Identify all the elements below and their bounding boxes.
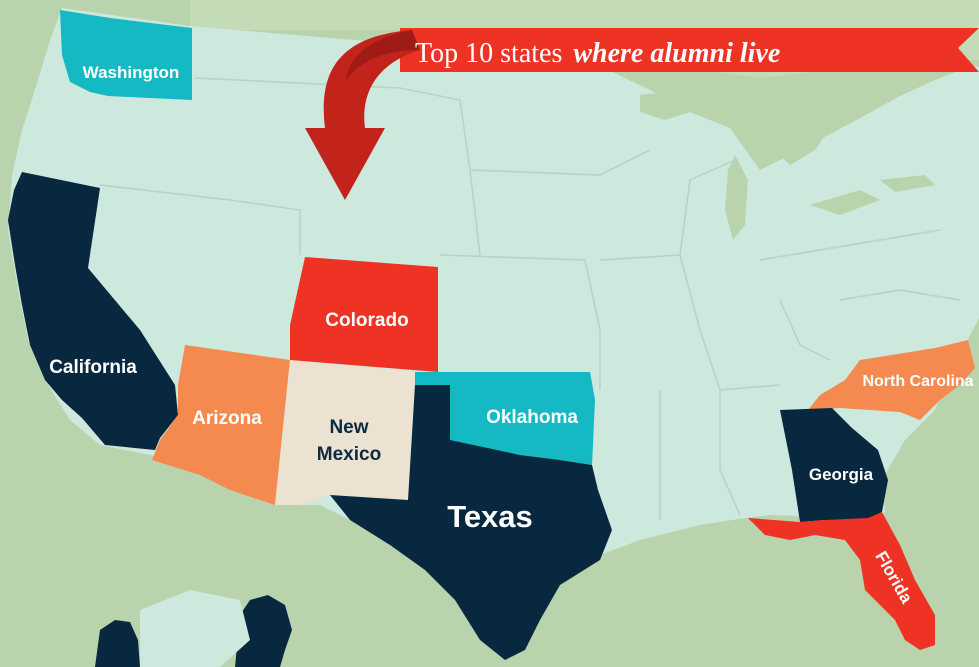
- state-texas: [330, 385, 612, 660]
- state-california: [8, 172, 178, 450]
- people-silhouettes: [95, 595, 292, 667]
- label-new-mexico-line1: New: [329, 417, 368, 438]
- label-washington: Washington: [83, 63, 180, 82]
- label-colorado: Colorado: [325, 310, 408, 331]
- label-new-mexico-line2: Mexico: [317, 444, 381, 465]
- banner-arrow-shadow: [345, 30, 420, 82]
- label-texas: Texas: [447, 499, 533, 534]
- state-georgia: [780, 408, 888, 522]
- state-colorado: [290, 257, 438, 372]
- banner: Top 10 states where alumni live: [305, 28, 979, 200]
- label-california: California: [49, 357, 137, 378]
- great-lakes: [640, 88, 935, 240]
- label-arizona: Arizona: [192, 408, 262, 429]
- state-oklahoma: [415, 372, 595, 465]
- state-new-mexico: [275, 360, 415, 505]
- label-georgia: Georgia: [809, 465, 874, 484]
- banner-text-normal: Top 10 states: [415, 38, 569, 69]
- state-arizona: [152, 345, 290, 505]
- banner-text: Top 10 states where alumni live: [415, 38, 780, 69]
- label-north-carolina: North Carolina: [862, 373, 973, 390]
- state-north-carolina: [808, 340, 975, 420]
- label-oklahoma: Oklahoma: [486, 407, 578, 428]
- banner-text-italic: where alumni live: [573, 38, 780, 69]
- alaska-land: [140, 590, 250, 667]
- banner-arrow: [305, 30, 420, 200]
- state-washington: [60, 10, 192, 100]
- banner-ribbon: [400, 28, 979, 72]
- state-florida: [748, 512, 935, 650]
